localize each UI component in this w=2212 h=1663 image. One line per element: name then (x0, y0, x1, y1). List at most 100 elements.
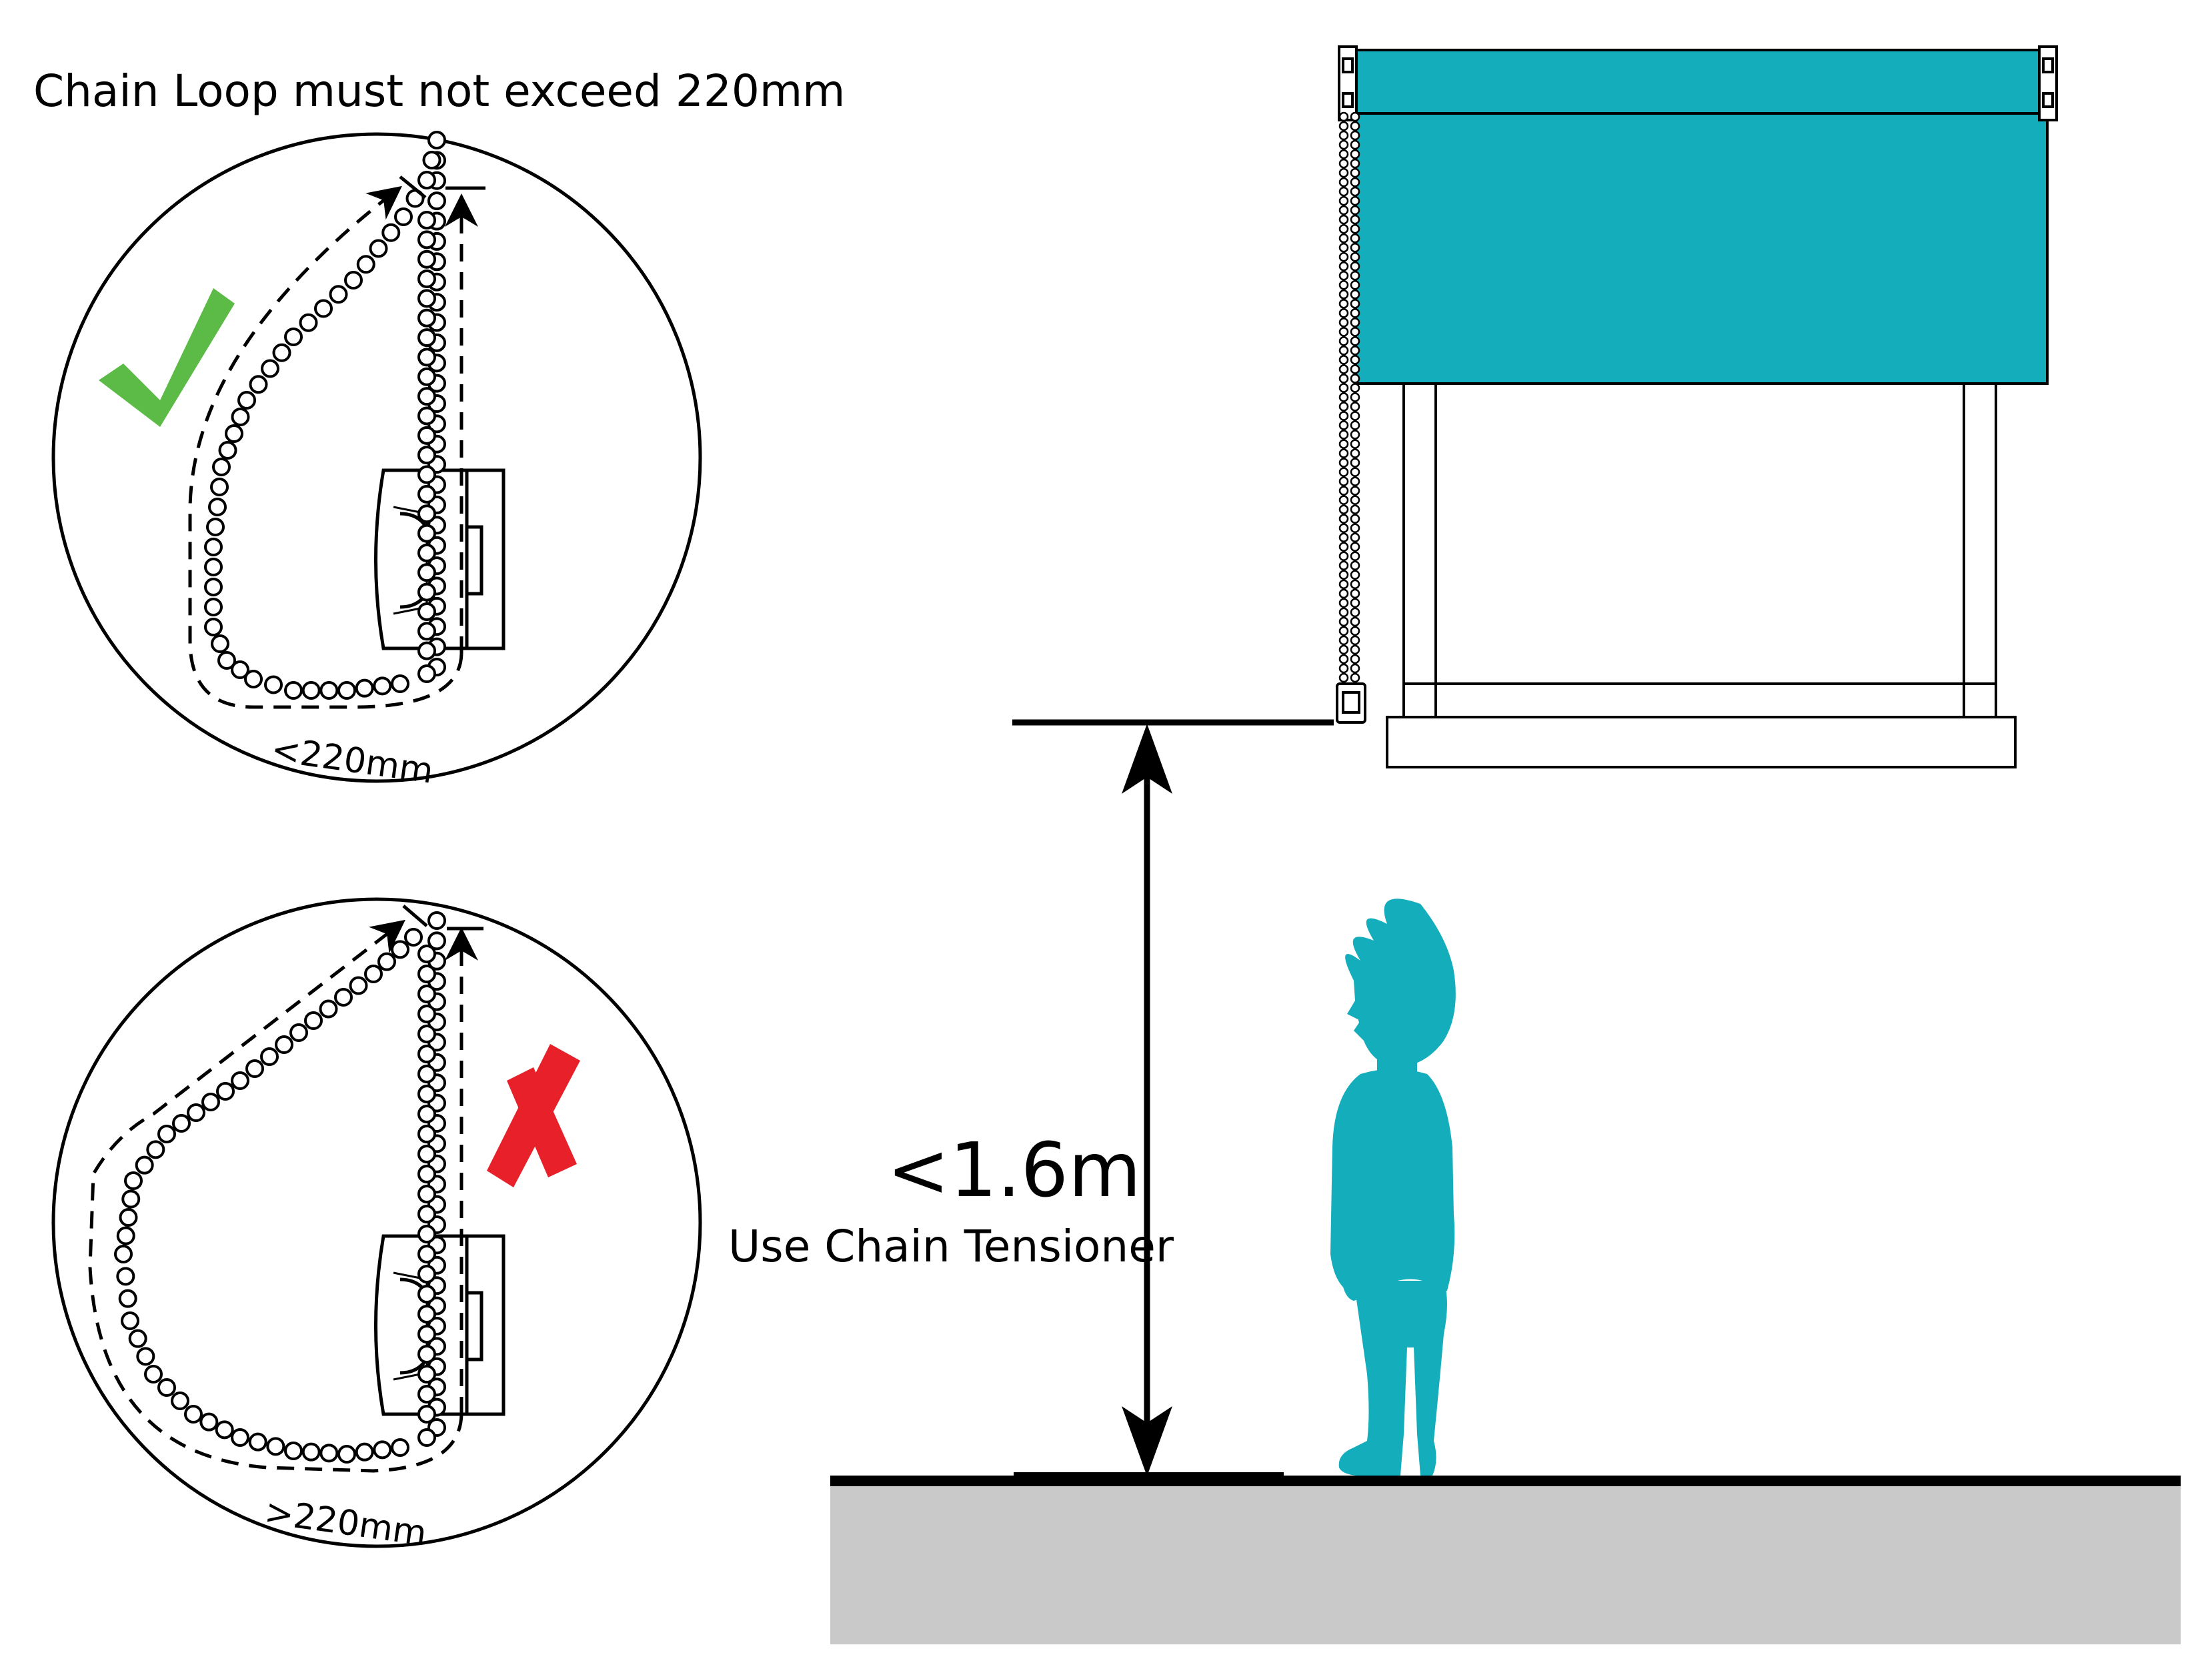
chain-bead (427, 191, 446, 211)
chain-bead (417, 406, 436, 426)
chain-bead (404, 928, 423, 947)
chain-bead (1350, 588, 1360, 599)
chain-bead (1350, 195, 1360, 206)
chain-bead (1350, 598, 1360, 608)
chain-bead (1338, 280, 1349, 290)
chain-bead (172, 1114, 191, 1133)
chain-bead (1338, 383, 1349, 393)
chain-bead (1350, 121, 1360, 131)
chain-bead (1350, 542, 1360, 552)
chain-bead (377, 952, 396, 971)
chain-bead (260, 1047, 279, 1066)
chain-bead (337, 1445, 356, 1464)
chain-bead (1338, 139, 1349, 150)
loop-length-guide-bad (88, 919, 478, 1473)
chain-bead (417, 269, 436, 289)
chain-bead (146, 1140, 165, 1159)
floor (830, 1476, 2181, 1644)
chain-bead (1350, 607, 1360, 618)
chain-bead (1338, 186, 1349, 197)
chain-bead (417, 426, 436, 445)
chain-bead (1338, 346, 1349, 356)
chain-bead (1350, 374, 1360, 384)
chain-bead (417, 1005, 436, 1023)
chain-bead (121, 1189, 141, 1209)
chain-bead (199, 1412, 219, 1432)
chain-bead (284, 328, 303, 346)
chain-bead (1350, 158, 1360, 169)
chain-bead (1338, 327, 1349, 337)
chain-bead (1350, 467, 1360, 477)
chain-bead (417, 1165, 436, 1183)
chain-bead (1350, 616, 1360, 627)
chain-bead (381, 223, 401, 242)
chain-bead (417, 524, 436, 543)
chain-bead (244, 670, 263, 688)
chain-bead (1338, 504, 1349, 514)
chain-bead (1350, 532, 1360, 542)
chain-bead (417, 1045, 436, 1063)
chain-bracket-bad (374, 1234, 505, 1416)
chain-bead (184, 1405, 203, 1424)
chain-bead (1350, 402, 1360, 412)
chain-bead (417, 582, 436, 602)
chain-bead (304, 1011, 323, 1030)
chain-bead (1350, 214, 1360, 225)
chain-bead (417, 249, 436, 269)
chain-bead (417, 211, 436, 229)
chain-bead (212, 458, 231, 476)
chain-bead (231, 408, 250, 426)
height-arrow-down (1122, 1406, 1172, 1476)
chain-bead (417, 1405, 436, 1424)
chain-bead (319, 681, 339, 700)
chain-bead (231, 660, 249, 679)
chain-bead (369, 239, 388, 258)
chain-bead (417, 563, 436, 582)
chain-bead (1338, 486, 1349, 496)
chain-bead (417, 1065, 436, 1083)
chain-bead (284, 681, 303, 700)
chain-bead (1338, 532, 1349, 542)
chain-bead (275, 1035, 293, 1054)
chain-bead (266, 1437, 285, 1456)
chain-bead (1350, 177, 1360, 187)
chain-bead (272, 343, 291, 362)
chain-bead (1350, 242, 1360, 253)
window-frame (1386, 382, 2017, 768)
chain-bead (1350, 186, 1360, 197)
chain-bead (417, 945, 436, 963)
chain-bead (118, 1289, 137, 1308)
roller-blind (1336, 45, 2058, 768)
floor-surface-line (830, 1476, 2181, 1486)
chain-bead (417, 328, 436, 348)
max-height-value: <1.6m (887, 1127, 1142, 1214)
chain-bead (248, 1432, 267, 1452)
chain-bead (1338, 551, 1349, 562)
chain-bead (1350, 654, 1360, 664)
chain-bead (284, 1442, 303, 1460)
chain-bead (289, 1023, 308, 1042)
chain-bead (1338, 644, 1349, 655)
chain-bead (1338, 158, 1349, 169)
chain-bead (1350, 504, 1360, 514)
chain-bead (417, 504, 436, 524)
chain-bead (417, 1085, 436, 1103)
chain-bead (417, 1225, 436, 1243)
height-arrow-up (1122, 724, 1172, 794)
blind-end-bracket-left (1338, 45, 1358, 121)
chain-bead (201, 1093, 220, 1111)
chain-bead (1350, 523, 1360, 533)
chain-bead (1338, 214, 1349, 225)
chain-bead (417, 1305, 436, 1323)
chain-bead (334, 988, 353, 1007)
chain-bead (1338, 318, 1349, 328)
chain-bead (391, 1438, 409, 1457)
blind-pull-chain (1338, 111, 1360, 683)
chain-bead (373, 676, 392, 696)
chain-bead (1338, 299, 1349, 309)
chain-bead (355, 678, 374, 698)
chain-bead (1338, 672, 1349, 683)
chain-bead (417, 1345, 436, 1363)
chain-bead (417, 465, 436, 484)
chain-bead (417, 1428, 436, 1447)
